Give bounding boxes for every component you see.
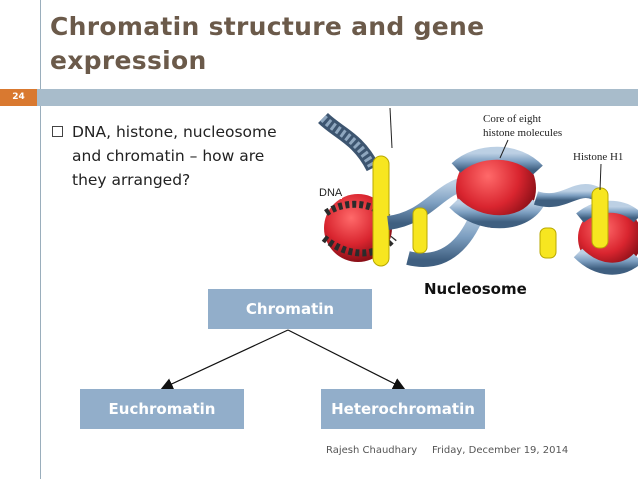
chromatin-box: Chromatin (208, 289, 372, 329)
footer-author: Rajesh Chaudhary (326, 445, 418, 456)
nucleosome-left (321, 155, 397, 267)
nucleosome-center (449, 146, 544, 229)
histone-h1-linker (412, 207, 428, 254)
left-rule (40, 0, 41, 479)
square-bullet-icon (52, 126, 63, 137)
bullet-text: DNA, histone, nucleosome and chromatin –… (72, 123, 277, 189)
histone-h1-bottom (539, 227, 557, 259)
slide-number: 24 (0, 89, 37, 106)
label-dna: DNA (319, 187, 343, 199)
title-underline-bar (37, 89, 638, 106)
euchromatin-box: Euchromatin (80, 389, 244, 429)
footer-date: Friday, December 19, 2014 (432, 445, 569, 456)
label-core-line2: histone molecules (483, 127, 562, 139)
nucleosome-illustration: Core of eight histone molecules Histone … (318, 108, 638, 275)
nucleosome-caption: Nucleosome (424, 280, 527, 298)
chromatin-coil (318, 112, 380, 172)
slide-title: Chromatin structure and gene expression (50, 12, 485, 75)
label-histone-h1: Histone H1 (573, 151, 623, 163)
label-core-line1: Core of eight (483, 113, 541, 125)
heterochromatin-box: Heterochromatin (321, 389, 485, 429)
nucleosome-right (573, 187, 638, 275)
bullet-item: DNA, histone, nucleosome and chromatin –… (52, 120, 292, 192)
